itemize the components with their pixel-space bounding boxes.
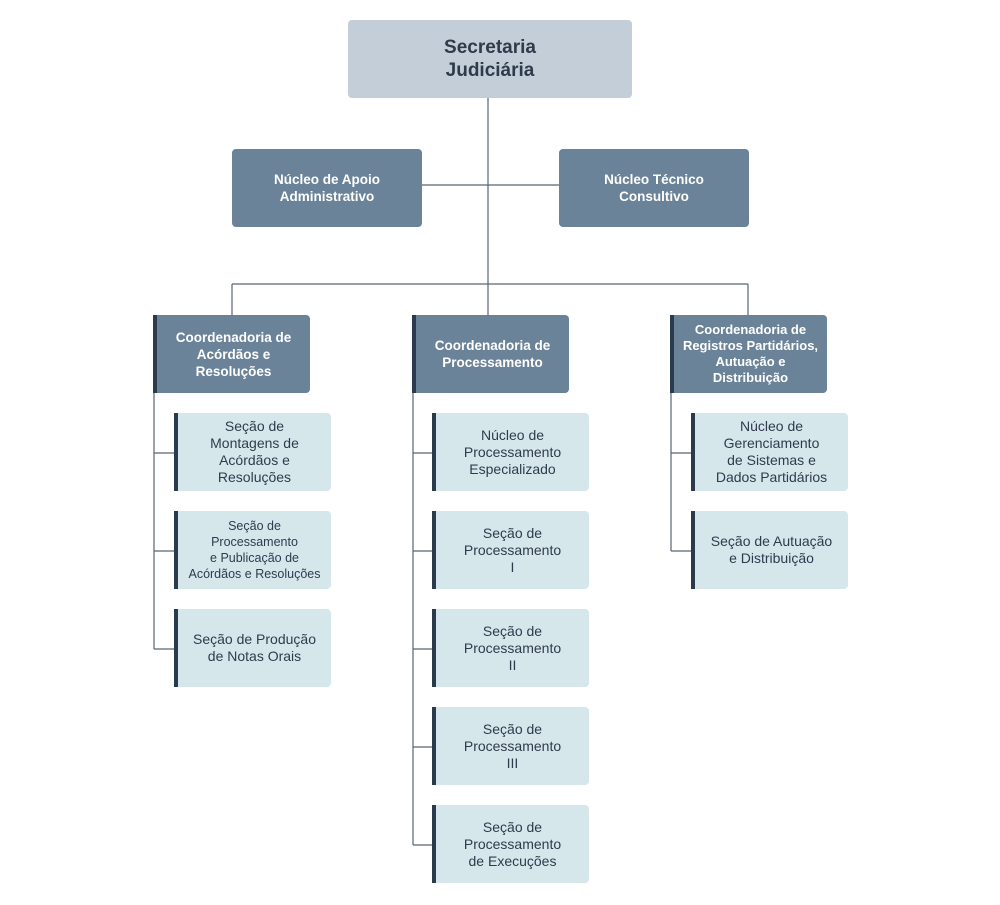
coordenadoria-registros-partidarios: Coordenadoria de Registros Partidários, …: [670, 315, 827, 393]
secao-autuacao-distribuicao: Seção de Autuação e Distribuição: [691, 511, 848, 589]
secao-processamento-ii: Seção de Processamento II: [432, 609, 589, 687]
coordenadoria-acordaos-resolucoes: Coordenadoria de Acórdãos e Resoluções: [153, 315, 310, 393]
nucleo-gerenciamento-sistemas: Núcleo de Gerenciamento de Sistemas e Da…: [691, 413, 848, 491]
secao-processamento-publicacao: Seção de Processamento e Publicação de A…: [174, 511, 331, 589]
nucleo-tecnico-consultivo: Núcleo Técnico Consultivo: [559, 149, 749, 227]
nucleo-processamento-especializado: Núcleo de Processamento Especializado: [432, 413, 589, 491]
coordenadoria-processamento: Coordenadoria de Processamento: [412, 315, 569, 393]
secao-montagens-acordaos: Seção de Montagens de Acórdãos e Resoluç…: [174, 413, 331, 491]
nucleo-apoio-administrativo: Núcleo de Apoio Administrativo: [232, 149, 422, 227]
secao-processamento-i: Seção de Processamento I: [432, 511, 589, 589]
secao-processamento-execucoes: Seção de Processamento de Execuções: [432, 805, 589, 883]
root-node: Secretaria Judiciária: [348, 20, 632, 98]
secao-producao-notas-orais: Seção de Produção de Notas Orais: [174, 609, 331, 687]
secao-processamento-iii: Seção de Processamento III: [432, 707, 589, 785]
